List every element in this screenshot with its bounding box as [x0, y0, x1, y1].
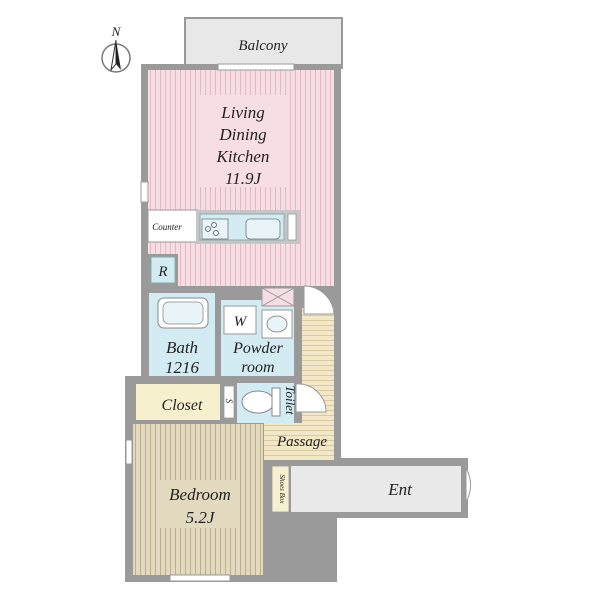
shoes-box: Shoes Box [271, 465, 290, 513]
north-arrow-icon: N [101, 24, 131, 73]
shoes-box-label: Shoes Box [278, 475, 286, 505]
closet: Closet [136, 384, 220, 420]
entrance: Ent [291, 466, 461, 512]
refrigerator-label: R [157, 264, 167, 280]
powder-room: W Powder room [221, 300, 294, 376]
bedroom-label: Bedroom [169, 485, 231, 504]
ldk-size: 11.9J [225, 169, 262, 188]
ldk-label-line3: Kitchen [216, 147, 270, 166]
bath-size: 1216 [165, 358, 200, 377]
bath-room: Bath 1216 [149, 293, 215, 377]
ldk-label-line1: Living [220, 103, 264, 122]
toilet-room: Toilet [237, 383, 298, 423]
entrance-label: Ent [387, 480, 413, 499]
toilet-label: Toilet [283, 385, 298, 415]
passage-label: Passage [276, 434, 327, 450]
storage-shelf-label: S [224, 399, 234, 404]
bedroom: Bedroom 5.2J [125, 424, 263, 582]
bath-label: Bath [166, 338, 198, 357]
kitchen-counter: Counter [147, 209, 300, 244]
compass-letter: N [111, 24, 122, 39]
pipe-shaft [261, 287, 295, 307]
ldk-room: Living Dining Kitchen 11.9J [148, 70, 334, 286]
bedroom-size: 5.2J [186, 508, 216, 527]
counter-label: Counter [152, 222, 182, 232]
washer-label: W [234, 314, 248, 330]
balcony-label: Balcony [238, 38, 287, 54]
ldk-window [140, 63, 295, 203]
ldk-label-line2: Dining [218, 125, 266, 144]
storage-shelf: S [223, 385, 235, 419]
closet-label: Closet [162, 397, 203, 414]
refrigerator-space: R [148, 254, 178, 286]
powder-label-line2: room [241, 359, 274, 376]
powder-label-line1: Powder [232, 340, 284, 357]
balcony: Balcony [184, 17, 343, 69]
